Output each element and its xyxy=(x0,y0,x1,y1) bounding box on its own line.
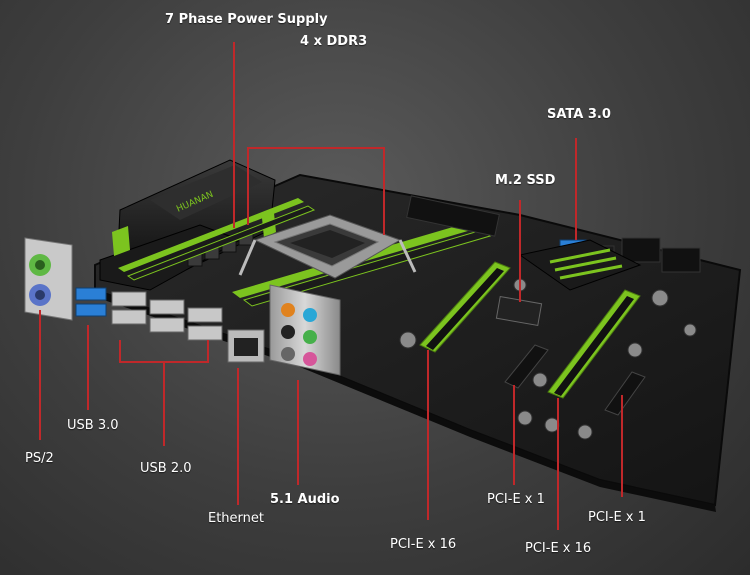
usb2-ports xyxy=(111,291,223,341)
green-accent xyxy=(112,226,130,256)
label-ethernet: Ethernet xyxy=(208,511,264,526)
label-pcie16-1: PCI-E x 16 xyxy=(390,537,457,552)
capacitors xyxy=(399,278,697,440)
audio-jacks xyxy=(281,303,317,366)
ddr3-slots xyxy=(118,198,492,307)
usb3-ports xyxy=(75,287,107,317)
label-ddr3: 4 x DDR3 xyxy=(300,34,368,49)
dimm-slot xyxy=(126,205,316,281)
label-m2-ssd: M.2 SSD xyxy=(495,173,556,188)
ps2-bracket xyxy=(24,237,73,321)
label-ps2: PS/2 xyxy=(25,451,54,466)
label-pcie1-1: PCI-E x 1 xyxy=(487,492,545,507)
leader-lines xyxy=(39,42,623,530)
label-usb2: USB 2.0 xyxy=(140,461,192,476)
dimm-slot xyxy=(118,198,304,272)
label-pcie16-2: PCI-E x 16 xyxy=(525,541,592,556)
label-pcie1-2: PCI-E x 1 xyxy=(588,510,646,525)
label-usb3: USB 3.0 xyxy=(67,418,119,433)
label-audio: 5.1 Audio xyxy=(270,492,340,507)
atx-power-connector xyxy=(406,195,500,237)
pcie-x1-slot-2 xyxy=(604,371,646,416)
label-power-supply: 7 Phase Power Supply xyxy=(165,12,328,27)
chipset-fins xyxy=(549,248,623,280)
dimm-slot xyxy=(242,229,492,307)
label-sata: SATA 3.0 xyxy=(547,107,611,122)
cpu-socket xyxy=(238,214,417,279)
